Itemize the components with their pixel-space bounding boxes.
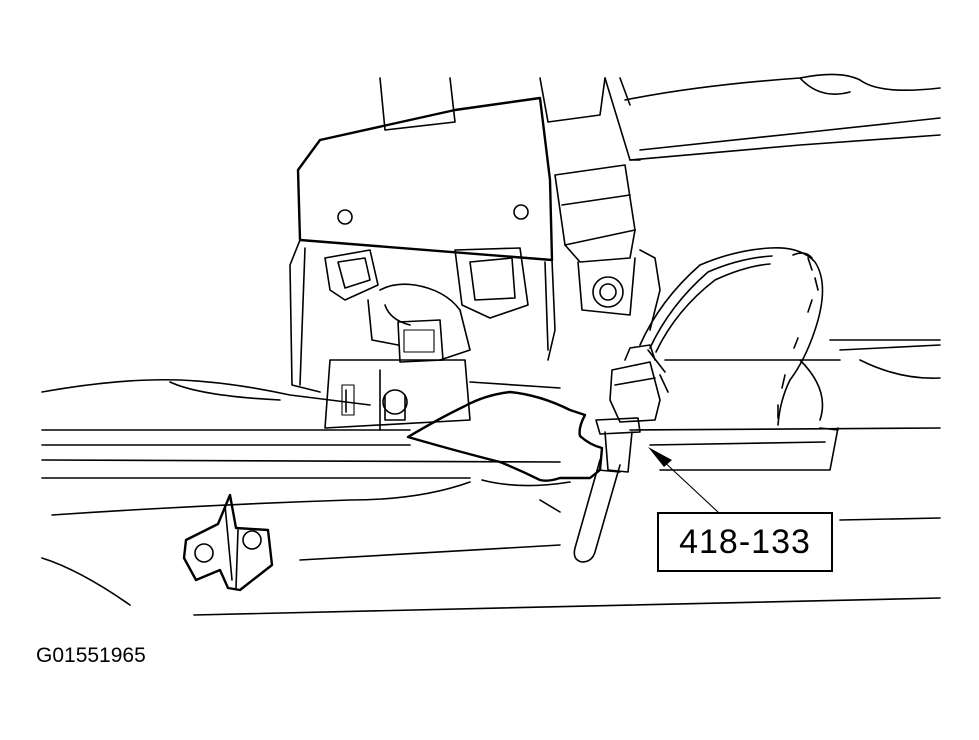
sensor-wiring xyxy=(639,246,824,426)
clip-bracket xyxy=(182,493,274,592)
steering-column-bracket xyxy=(289,96,556,393)
switch-assembly xyxy=(324,247,529,363)
floor-panels xyxy=(41,339,941,616)
callout-label-box: 418-133 xyxy=(657,512,833,572)
column-shaft xyxy=(554,164,661,331)
callout-leader xyxy=(648,447,719,513)
lower-mount xyxy=(324,359,471,431)
sensor-probe xyxy=(573,344,669,563)
figure-id: G01551965 xyxy=(36,644,146,667)
callout-label: 418-133 xyxy=(679,522,811,561)
shield-outline xyxy=(406,390,604,482)
upper-body-panels xyxy=(379,73,941,161)
